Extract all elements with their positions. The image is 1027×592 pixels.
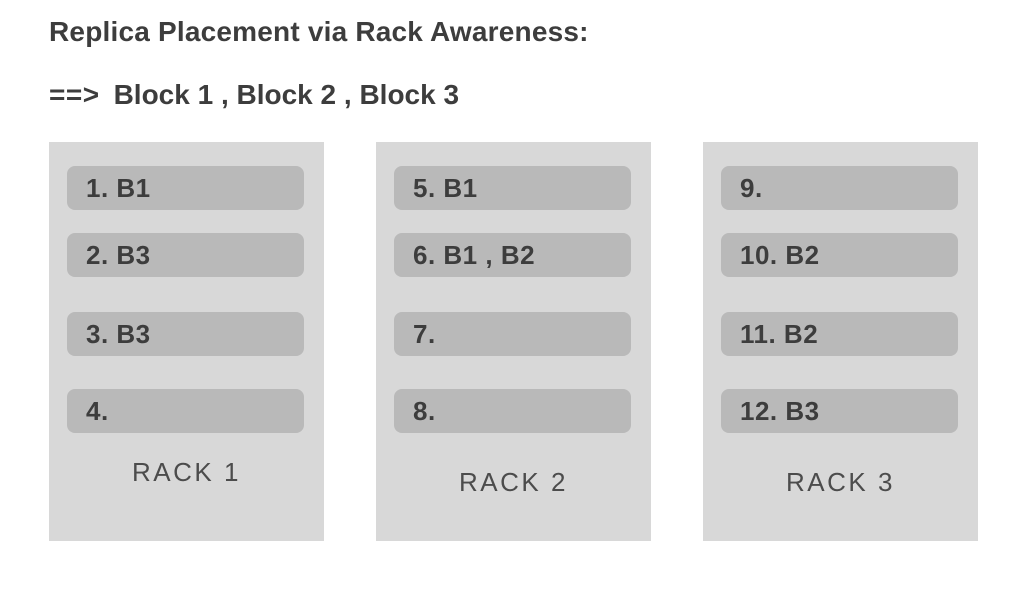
node-slot-1: 1. B1 — [67, 166, 304, 210]
diagram-title: Replica Placement via Rack Awareness: — [49, 16, 589, 47]
node-slot-5: 5. B1 — [394, 166, 631, 210]
node-slot-11: 11. B2 — [721, 312, 958, 356]
rack-1-label: RACK 1 — [132, 457, 241, 487]
block-list: Block 1 , Block 2 , Block 3 — [113, 79, 460, 110]
node-slot-9: 9. — [721, 166, 958, 210]
node-slot-8: 8. — [394, 389, 631, 433]
node-slot-10: 10. B2 — [721, 233, 958, 277]
node-slot-7: 7. — [394, 312, 631, 356]
rack-2-label: RACK 2 — [459, 467, 568, 497]
rack-1-panel: 1. B1 2. B3 3. B3 4. RACK 1 — [49, 142, 324, 541]
node-slot-3: 3. B3 — [67, 312, 304, 356]
node-slot-12: 12. B3 — [721, 389, 958, 433]
rack-3-label: RACK 3 — [786, 467, 895, 497]
arrow-text: ==> — [49, 79, 100, 110]
rack-2-panel: 5. B1 6. B1 , B2 7. 8. RACK 2 — [376, 142, 651, 541]
node-slot-6: 6. B1 , B2 — [394, 233, 631, 277]
rack-3-panel: 9. 10. B2 11. B2 12. B3 RACK 3 — [703, 142, 978, 541]
replicated-blocks-line: ==> Block 1 , Block 2 , Block 3 — [49, 79, 459, 111]
racks-row: 1. B1 2. B3 3. B3 4. RACK 1 5. B1 6. B1 … — [49, 142, 978, 541]
node-slot-2: 2. B3 — [67, 233, 304, 277]
node-slot-4: 4. — [67, 389, 304, 433]
